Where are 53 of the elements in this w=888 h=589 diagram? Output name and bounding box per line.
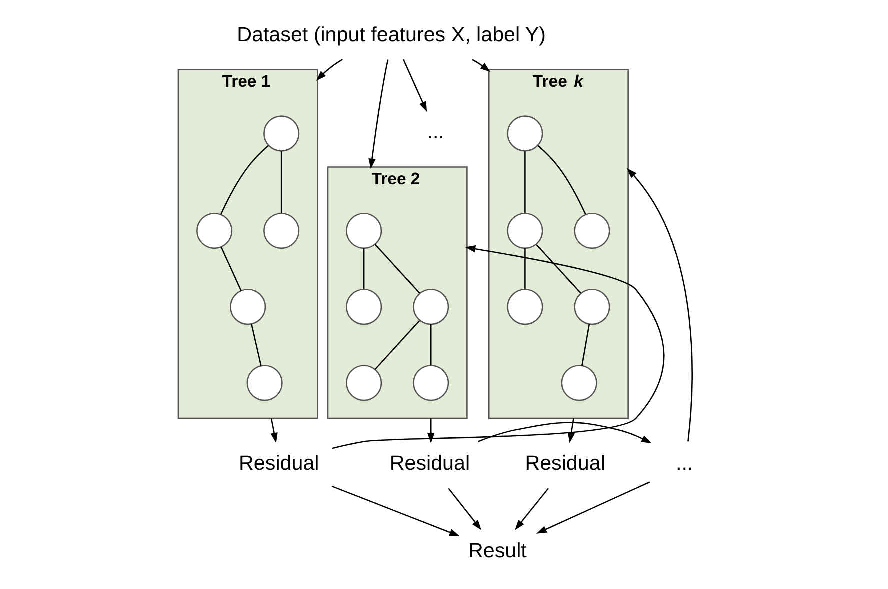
arrow xyxy=(514,488,549,530)
arrow xyxy=(316,59,343,82)
connector xyxy=(280,151,282,214)
node-circle xyxy=(346,212,382,250)
connector xyxy=(524,248,526,290)
node-text: Residual xyxy=(390,452,470,475)
arrow xyxy=(368,60,389,170)
connector xyxy=(536,244,582,294)
node-text: Dataset (input features X, label Y) xyxy=(237,23,546,46)
arrow xyxy=(428,418,435,444)
node-circle xyxy=(346,289,382,326)
connector xyxy=(582,324,590,366)
node-circle xyxy=(413,289,450,326)
node-circle xyxy=(507,212,544,250)
cluster: Tree k xyxy=(488,69,629,420)
connector xyxy=(430,324,432,366)
arrow xyxy=(478,422,652,444)
node-circle xyxy=(346,365,382,402)
node-circle xyxy=(561,365,598,402)
arrow xyxy=(448,488,482,530)
connector xyxy=(374,244,420,294)
node-circle xyxy=(574,289,610,326)
node-circle xyxy=(507,289,544,326)
node-circle xyxy=(264,212,300,250)
arrow xyxy=(472,59,491,72)
node-circle xyxy=(507,116,544,152)
arrow xyxy=(332,486,460,536)
connector xyxy=(524,151,526,214)
node-text: ... xyxy=(676,452,694,475)
node-text: ... xyxy=(427,120,444,144)
connector xyxy=(220,145,269,215)
connector xyxy=(251,324,262,366)
arrow xyxy=(626,168,693,442)
cluster: Tree 2 xyxy=(327,166,468,420)
connector xyxy=(220,246,242,292)
node-text: Residual xyxy=(525,452,606,475)
node-circle xyxy=(413,365,450,402)
cluster: Tree 1 xyxy=(178,69,318,420)
node-circle xyxy=(230,289,266,326)
arrow xyxy=(270,418,278,444)
node-circle xyxy=(196,212,233,250)
connector xyxy=(363,248,365,290)
node-circle xyxy=(264,116,300,152)
connector xyxy=(538,145,586,215)
node-circle xyxy=(246,365,283,402)
node-text: Result xyxy=(468,540,527,563)
node-text: Residual xyxy=(239,452,320,475)
arrow xyxy=(403,59,428,112)
arrow xyxy=(332,245,665,450)
arrow xyxy=(536,482,650,534)
arrow xyxy=(568,418,575,444)
connector xyxy=(374,320,420,370)
node-circle xyxy=(574,212,610,250)
